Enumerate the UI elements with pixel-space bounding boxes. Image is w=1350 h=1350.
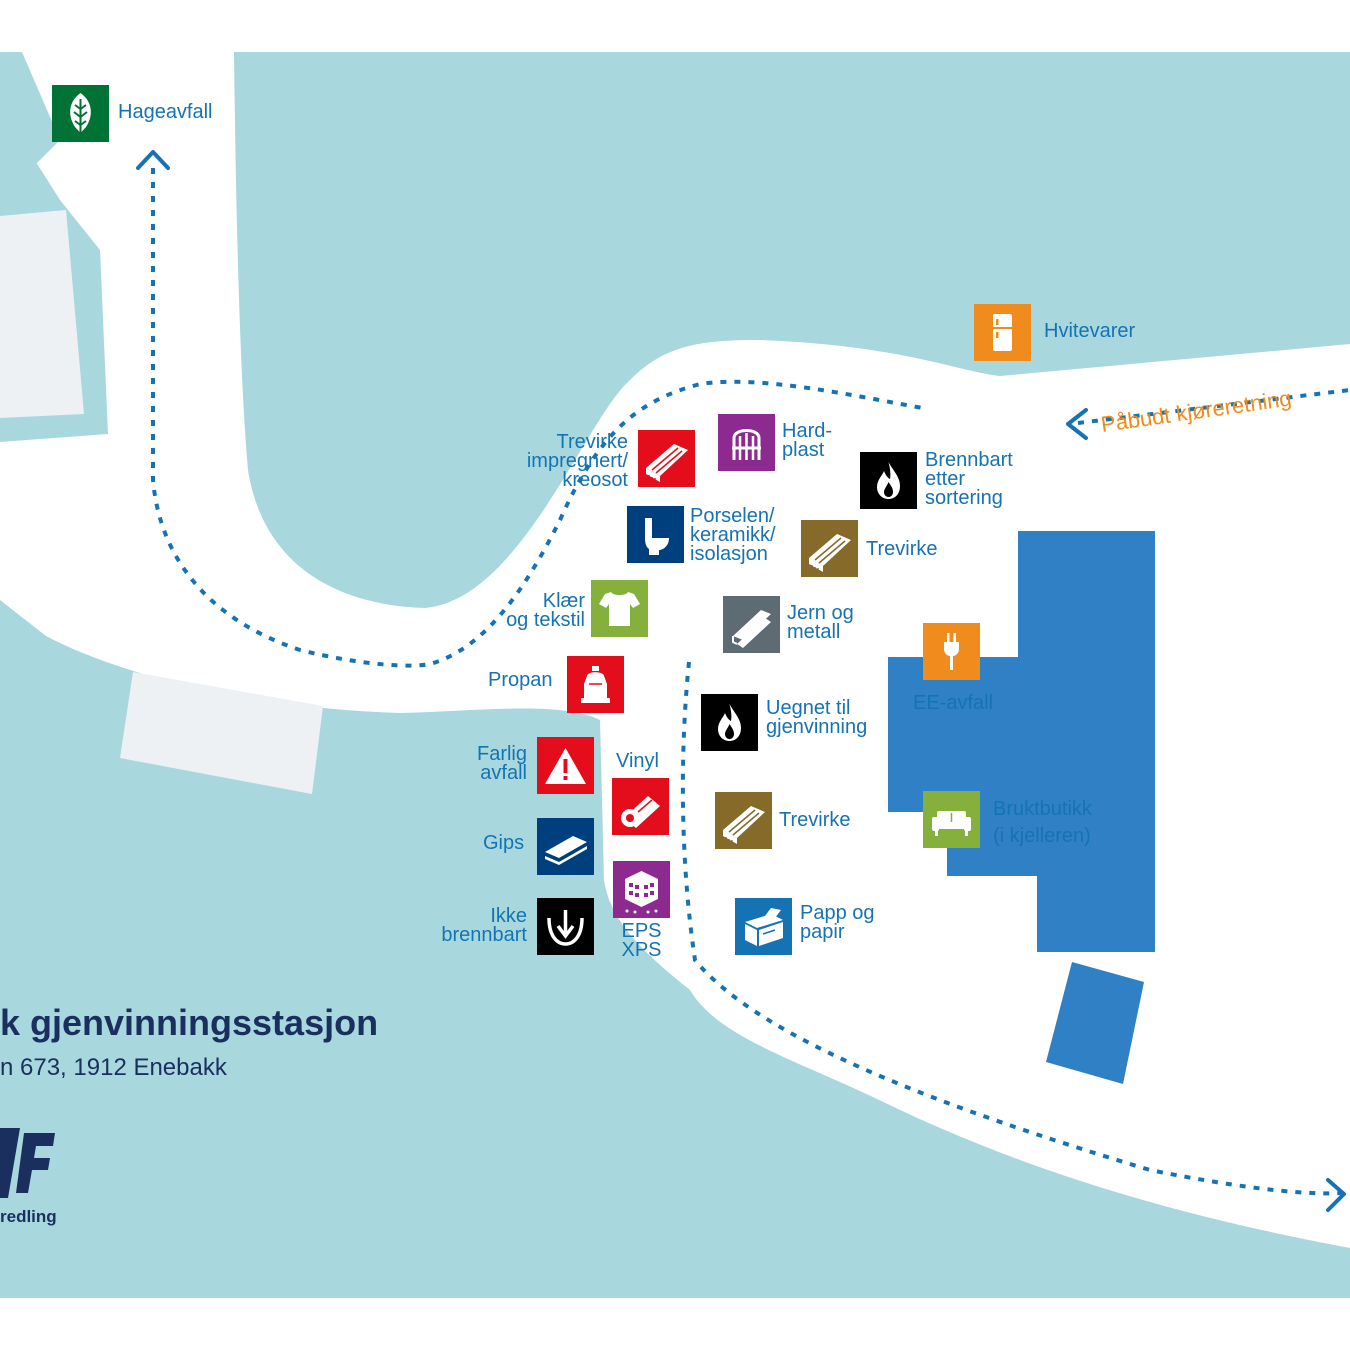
plug-icon	[923, 623, 980, 680]
warning-icon	[537, 737, 594, 794]
station-label-line: Trevirke	[866, 538, 938, 560]
station-label-hardplast: Hard-plast	[782, 420, 833, 461]
grey-building-lower	[120, 672, 323, 794]
station-label-line: Jern og	[787, 602, 854, 624]
station-label-line: Trevirke	[779, 809, 851, 831]
station-label-hvitevarer: Hvitevarer	[1044, 320, 1136, 342]
driving-route	[151, 168, 1350, 1196]
station-label-line: avfall	[480, 762, 527, 784]
station-label-line: Porselen/	[690, 505, 775, 527]
eps-box-icon	[613, 861, 670, 918]
wood-planks-icon	[715, 792, 772, 849]
toilet-icon	[627, 506, 684, 563]
station-label-gips: Gips	[483, 832, 525, 854]
station-label-line: Papp og	[800, 902, 875, 924]
station-label-ee-avfall: EE-avfall	[913, 692, 994, 714]
shed-building	[1046, 962, 1144, 1084]
gas-bottle-icon	[567, 656, 624, 713]
wood-planks-icon	[801, 520, 858, 577]
station-label-line: impregnert/	[526, 450, 628, 472]
wood-planks-icon	[638, 430, 695, 487]
station-label-line: plast	[782, 439, 825, 461]
station-label-line: etter	[925, 468, 966, 490]
station-label-line: brennbart	[441, 924, 527, 946]
station-label-porselen: Porselen/keramikk/isolasjon	[690, 505, 776, 565]
vinyl-roll-icon	[612, 778, 669, 835]
flame-icon	[860, 452, 917, 509]
station-label-line: gjenvinning	[766, 716, 868, 738]
station-label-line: EE-avfall	[913, 692, 994, 714]
station-label-line: Bruktbutikk	[993, 798, 1092, 820]
non-combustible-icon	[537, 898, 594, 955]
station-label-trevirke-2: Trevirke	[779, 809, 851, 831]
station-label-line: Farlig	[476, 743, 527, 765]
sofa-icon	[923, 791, 980, 848]
station-label-line: Uegnet til	[766, 697, 851, 719]
station-label-line: Ikke	[490, 905, 527, 927]
station-label-line: Brennbart	[925, 449, 1013, 471]
road-north-branch	[0, 52, 1350, 1248]
page-title: k gjenvinningsstasjon	[0, 1002, 379, 1043]
station-label-line: Propan	[488, 669, 553, 691]
station-label-trevirke-1: Trevirke	[866, 538, 938, 560]
station-label-line: Gips	[483, 832, 525, 854]
tshirt-icon	[591, 580, 648, 637]
metal-bars-icon	[723, 596, 780, 653]
station-label-propan: Propan	[488, 669, 553, 691]
fridge-icon	[974, 304, 1031, 361]
gypsum-board-icon	[537, 818, 594, 875]
logo-subtitle: redling	[0, 1207, 57, 1226]
grey-building-left	[0, 210, 84, 418]
flame-icon	[701, 694, 758, 751]
station-label-line: Klær	[542, 590, 585, 612]
plastic-chair-icon	[718, 414, 775, 471]
station-label-hageavfall: Hageavfall	[118, 101, 213, 123]
station-label-line: Hageavfall	[118, 101, 213, 123]
address: n 673, 1912 Enebakk	[0, 1054, 227, 1081]
station-label-line: Hvitevarer	[1044, 320, 1136, 342]
station-label-line: EPS	[621, 920, 662, 942]
station-label-line: XPS	[621, 939, 662, 961]
station-label-line: keramikk/	[690, 524, 776, 546]
leaf-icon	[52, 85, 109, 142]
station-label-line: metall	[787, 621, 841, 643]
station-label-line: sortering	[925, 487, 1003, 509]
station-label-line: isolasjon	[690, 543, 768, 565]
cardboard-box-icon	[735, 898, 792, 955]
station-label-line: papir	[800, 921, 845, 943]
route-arrows	[136, 150, 1346, 1212]
station-label-line: og tekstil	[506, 609, 585, 631]
station-label-line: Vinyl	[616, 750, 659, 772]
company-logo	[0, 1128, 55, 1198]
station-label-vinyl: Vinyl	[616, 750, 659, 772]
station-label-bruktbutikk: Bruktbutikk (i kjelleren)	[993, 796, 1092, 850]
icon-background	[735, 898, 792, 955]
station-label-line: (i kjelleren)	[993, 825, 1091, 847]
station-label-line: Trevirke	[556, 431, 628, 453]
station-label-line: Hard-	[782, 420, 833, 442]
station-label-line: kreosot	[562, 469, 628, 491]
